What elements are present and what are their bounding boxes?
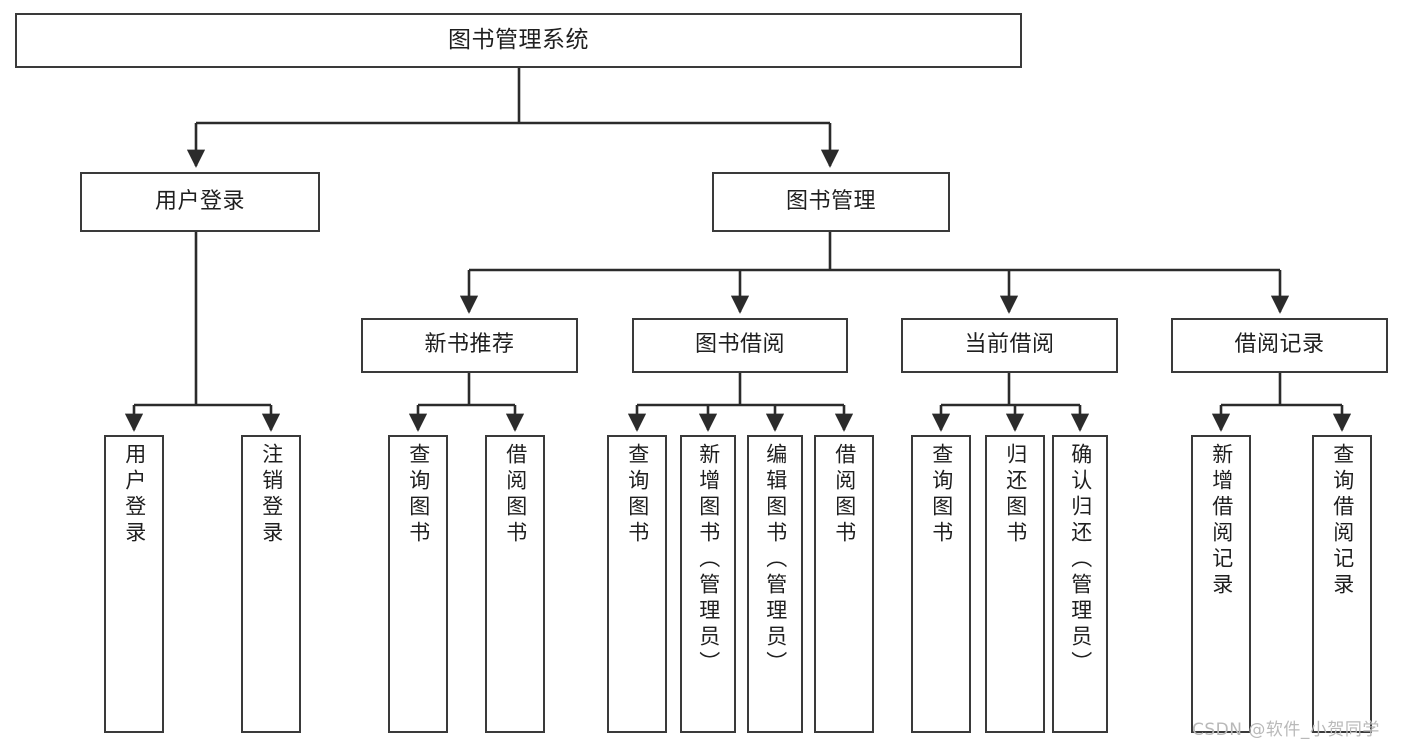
- leaf-borrow-book-recommend[interactable]: 借阅图书: [485, 435, 545, 733]
- leaf-query-book-borrow[interactable]: 查询图书: [607, 435, 667, 733]
- node-current-borrow[interactable]: 当前借阅: [901, 318, 1118, 373]
- leaf-user-login[interactable]: 用户登录: [104, 435, 164, 733]
- leaf-add-borrow-record-label: 新增借阅记录: [1209, 443, 1234, 599]
- leaf-logout-login[interactable]: 注销登录: [241, 435, 301, 733]
- leaf-edit-book-admin-label: 编辑图书（管理员）: [763, 443, 788, 677]
- node-borrow-records[interactable]: 借阅记录: [1171, 318, 1388, 373]
- leaf-borrow-book-label: 借阅图书: [832, 443, 857, 547]
- node-new-book-recommend[interactable]: 新书推荐: [361, 318, 578, 373]
- leaf-add-borrow-record[interactable]: 新增借阅记录: [1191, 435, 1251, 733]
- watermark-csdn: CSDN @软件_小贺同学: [1192, 720, 1380, 740]
- leaf-query-borrow-record[interactable]: 查询借阅记录: [1312, 435, 1372, 733]
- node-root-label: 图书管理系统: [448, 26, 589, 53]
- leaf-logout-login-label: 注销登录: [259, 443, 284, 547]
- node-user-login-label: 用户登录: [154, 188, 245, 214]
- leaf-return-book-label: 归还图书: [1003, 443, 1028, 547]
- node-borrow-records-label: 借阅记录: [1234, 332, 1325, 358]
- leaf-add-book-admin-label: 新增图书（管理员）: [696, 443, 721, 677]
- leaf-return-book[interactable]: 归还图书: [985, 435, 1045, 733]
- leaf-query-book-current[interactable]: 查询图书: [911, 435, 971, 733]
- leaf-borrow-book[interactable]: 借阅图书: [814, 435, 874, 733]
- leaf-query-borrow-record-label: 查询借阅记录: [1330, 443, 1355, 599]
- leaf-add-book-admin[interactable]: 新增图书（管理员）: [680, 435, 736, 733]
- node-current-borrow-label: 当前借阅: [964, 332, 1055, 358]
- leaf-borrow-book-recommend-label: 借阅图书: [503, 443, 528, 547]
- leaf-query-book-current-label: 查询图书: [929, 443, 954, 547]
- node-book-management-label: 图书管理: [785, 188, 876, 214]
- node-book-borrow[interactable]: 图书借阅: [632, 318, 848, 373]
- leaf-confirm-return-admin-label: 确认归还（管理员）: [1068, 443, 1093, 677]
- node-root[interactable]: 图书管理系统: [15, 13, 1022, 68]
- leaf-query-book-borrow-label: 查询图书: [625, 443, 650, 547]
- leaf-query-book-recommend[interactable]: 查询图书: [388, 435, 448, 733]
- leaf-user-login-label: 用户登录: [122, 443, 147, 547]
- leaf-query-book-recommend-label: 查询图书: [406, 443, 431, 547]
- leaf-edit-book-admin[interactable]: 编辑图书（管理员）: [747, 435, 803, 733]
- node-book-management[interactable]: 图书管理: [712, 172, 950, 232]
- node-user-login[interactable]: 用户登录: [80, 172, 320, 232]
- node-new-book-recommend-label: 新书推荐: [424, 332, 515, 358]
- node-book-borrow-label: 图书借阅: [694, 332, 785, 358]
- leaf-confirm-return-admin[interactable]: 确认归还（管理员）: [1052, 435, 1108, 733]
